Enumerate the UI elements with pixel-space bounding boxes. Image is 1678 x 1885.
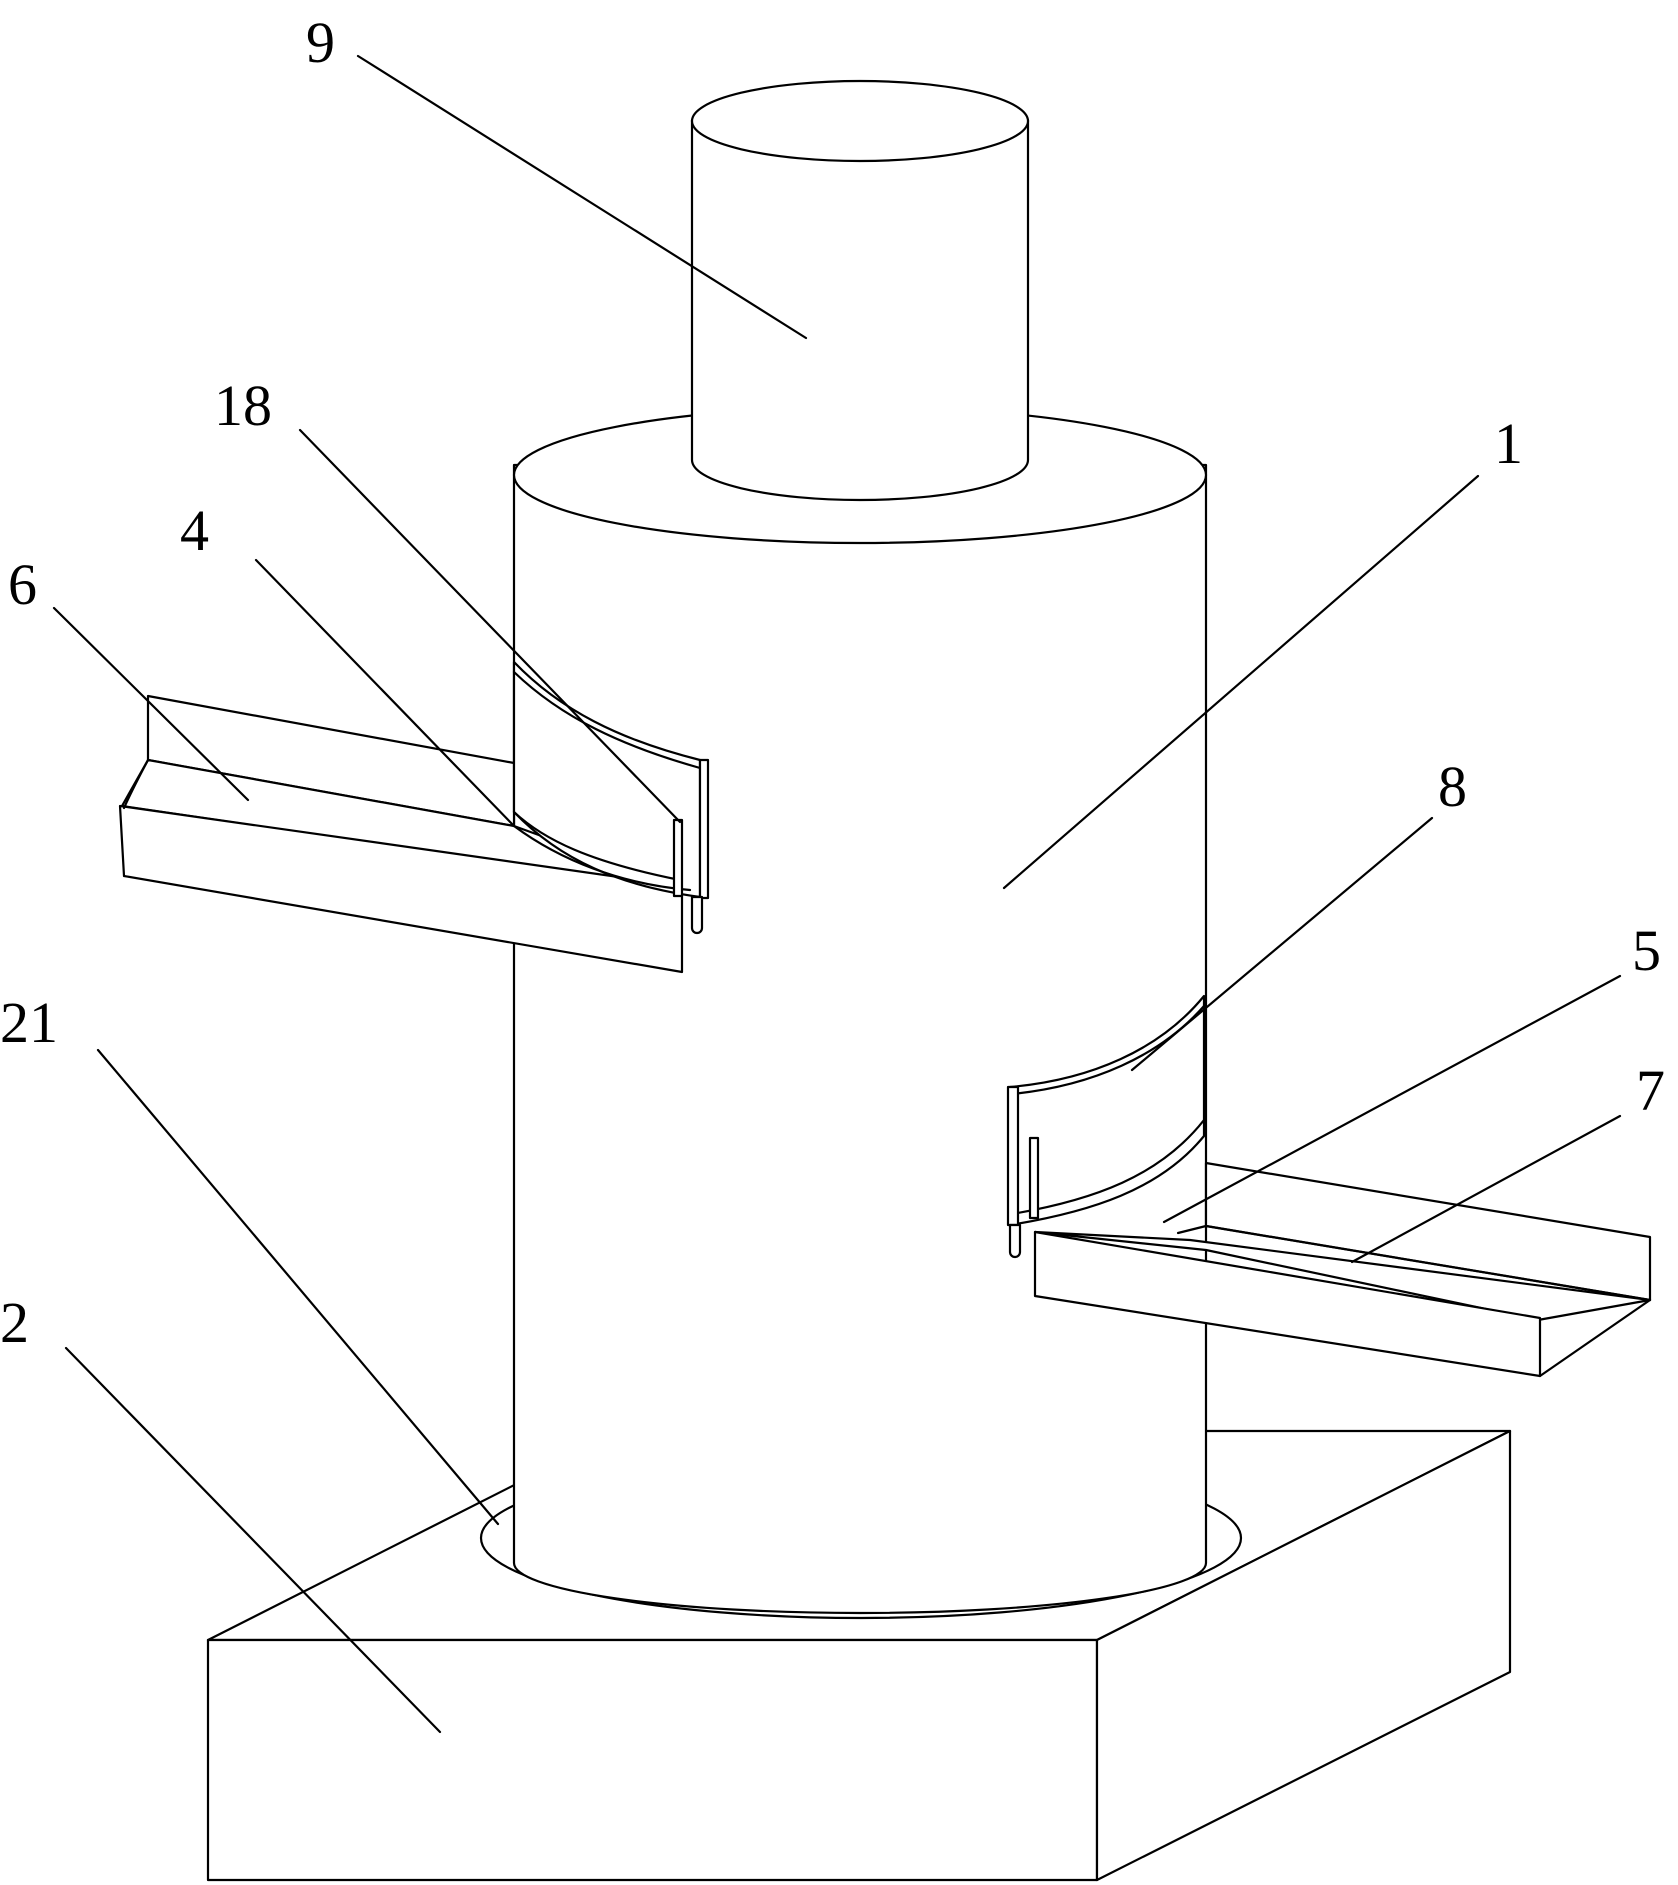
- label-18: 18: [214, 373, 272, 438]
- right-chute-floor: [1033, 1230, 1652, 1322]
- top-tube-body: [690, 118, 1030, 502]
- label-2: 2: [0, 1290, 29, 1355]
- label-4: 4: [180, 498, 209, 563]
- right-band-stud: [1008, 1223, 1022, 1259]
- right-spiral-band: [1006, 994, 1208, 1259]
- left-band-pin: [672, 818, 684, 898]
- label-6: 6: [8, 552, 37, 617]
- left-chute-front-wall: [118, 804, 684, 974]
- base-front-face: [206, 1638, 1099, 1882]
- left-chute: [118, 694, 692, 974]
- leader-2: [64, 1346, 442, 1734]
- right-band-face: [1008, 994, 1206, 1227]
- left-band-stud: [690, 895, 704, 935]
- leader-5: [1162, 974, 1622, 1224]
- left-chute-curve: [122, 758, 150, 810]
- right-chute-end-edge: [1538, 1298, 1652, 1378]
- base-right-face: [1095, 1429, 1512, 1882]
- leader-9: [356, 54, 808, 340]
- label-9: 9: [306, 10, 335, 75]
- leader-7: [1350, 1114, 1622, 1264]
- leader-1: [1002, 474, 1480, 890]
- left-band-edge-3: [512, 810, 682, 882]
- leader-lines: [52, 54, 1622, 1734]
- leader-4: [254, 558, 516, 828]
- cylinder-body: [512, 463, 1208, 1615]
- right-band-edge-2: [1010, 1118, 1206, 1216]
- label-5: 5: [1632, 918, 1661, 983]
- left-band-edge-2: [512, 824, 692, 892]
- left-band-edge-1: [512, 670, 702, 770]
- right-band-pin: [1028, 1136, 1040, 1220]
- right-band-bracket: [1006, 1085, 1020, 1227]
- right-chute: [1033, 1161, 1652, 1378]
- leader-21: [96, 1048, 500, 1526]
- label-21: 21: [0, 990, 58, 1055]
- leader-18: [298, 428, 682, 824]
- left-band-bracket: [698, 758, 710, 900]
- top-tube-top-face: [690, 79, 1030, 163]
- top-tube: [690, 79, 1030, 502]
- main-cylinder: [512, 405, 1208, 1615]
- right-band-lower-line: [1176, 1224, 1208, 1235]
- label-7: 7: [1636, 1058, 1665, 1123]
- label-1: 1: [1494, 411, 1523, 476]
- leader-8: [1130, 816, 1434, 1072]
- right-chute-inner-edge: [1204, 1224, 1652, 1302]
- reference-labels: 9 18 1 4 6 8 5 7 21 2: [0, 10, 1665, 1355]
- label-8: 8: [1438, 754, 1467, 819]
- leader-6: [52, 606, 250, 802]
